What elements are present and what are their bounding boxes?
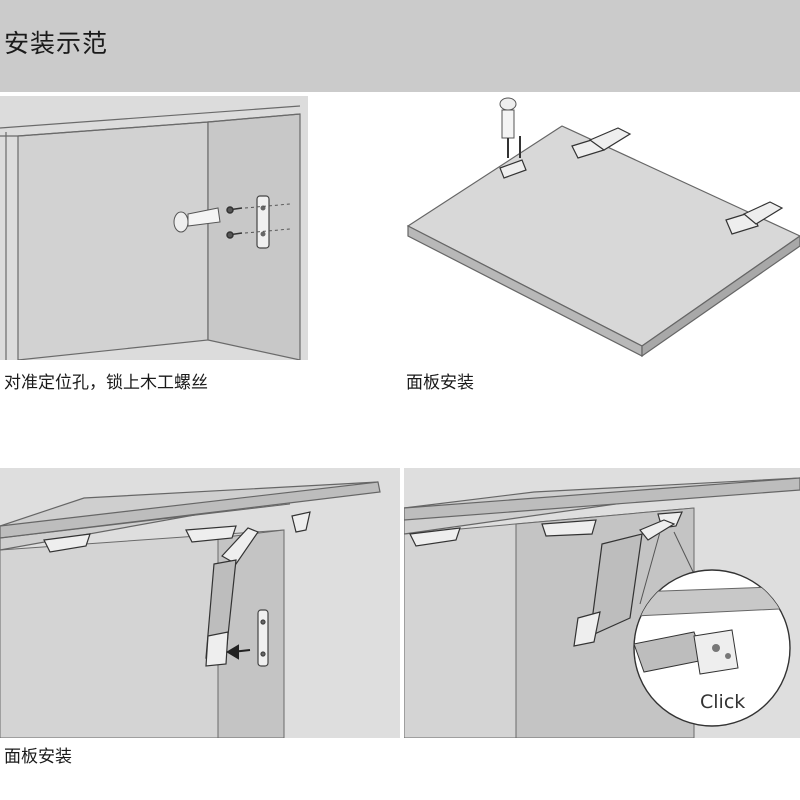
step-2-caption: 面板安装 bbox=[406, 368, 474, 393]
step-3-caption: 面板安装 bbox=[4, 742, 72, 767]
step-3-illustration bbox=[0, 468, 400, 738]
mounting-plate bbox=[257, 196, 269, 248]
page-title: 安装示范 bbox=[4, 24, 108, 60]
header-bar: 安装示范 bbox=[0, 0, 800, 92]
step-1-caption: 对准定位孔，锁上木工螺丝 bbox=[4, 368, 208, 393]
step-2-illustration bbox=[404, 96, 800, 360]
mounting-plate bbox=[258, 610, 268, 666]
step-1-illustration bbox=[0, 96, 308, 360]
click-label: Click bbox=[700, 691, 745, 713]
step-4-illustration: Click bbox=[404, 468, 800, 738]
